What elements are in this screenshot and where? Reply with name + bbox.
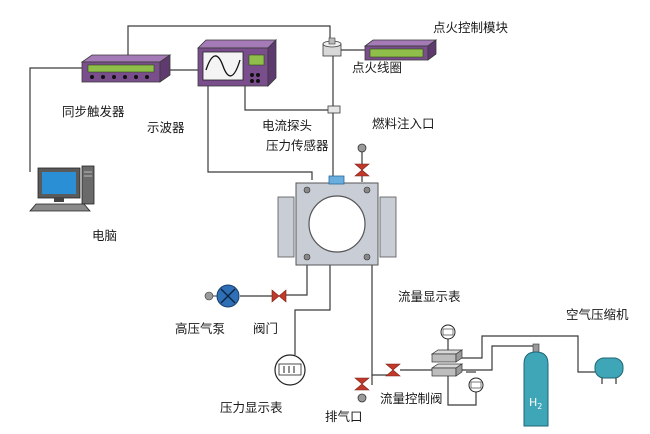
pressure-sensor [328, 175, 345, 185]
flow-controller-lower [430, 363, 464, 377]
connection-wires [29, 25, 595, 406]
sync-trigger-device [80, 54, 172, 83]
computer-icon [29, 165, 95, 212]
current-probe-label: 电流探头 [262, 118, 312, 133]
pressure-sensor-label: 压力传感器 [266, 138, 329, 153]
computer-label: 电脑 [92, 228, 117, 243]
ignition-module-label: 点火控制模块 [433, 20, 509, 35]
current-probe [327, 105, 341, 114]
oscilloscope-label: 示波器 [147, 120, 185, 135]
exhaust-port [357, 393, 367, 403]
h2-cylinder-icon: H2 [523, 343, 549, 427]
valve-label: 阀门 [253, 321, 278, 336]
ignition-control-module [363, 39, 438, 61]
valve-icon [271, 289, 287, 303]
pressure-gauge-icon [274, 354, 306, 386]
pressure-display-label: 压力显示表 [220, 400, 283, 415]
oscilloscope-device [197, 39, 277, 87]
ignition-coil-label: 点火线圈 [352, 60, 402, 75]
combustion-chamber [277, 175, 397, 266]
pump-icon [204, 284, 240, 308]
pump-label: 高压气泵 [175, 321, 225, 336]
flow-controller-upper [430, 349, 464, 363]
flow-control-valve-label: 流量控制阀 [380, 391, 443, 406]
exhaust-label: 排气口 [325, 409, 363, 424]
flow-display-gauge-icon [440, 324, 456, 340]
ignition-coil [322, 37, 342, 57]
h2-symbol: H2 [529, 396, 542, 411]
flow-display-label: 流量显示表 [398, 289, 461, 304]
exhaust-valve-icon [354, 377, 370, 391]
flow-line-valve-icon [385, 363, 401, 377]
air-compressor-label: 空气压缩机 [566, 307, 629, 322]
air-compressor-icon [594, 357, 624, 384]
flow-meter-small-gauge-icon [468, 377, 484, 393]
sync-trigger-label: 同步触发器 [62, 104, 125, 119]
fuel-inlet-valve-icon [354, 163, 370, 177]
fuel-inlet-label: 燃料注入口 [372, 116, 435, 131]
fuel-inlet [357, 143, 367, 153]
